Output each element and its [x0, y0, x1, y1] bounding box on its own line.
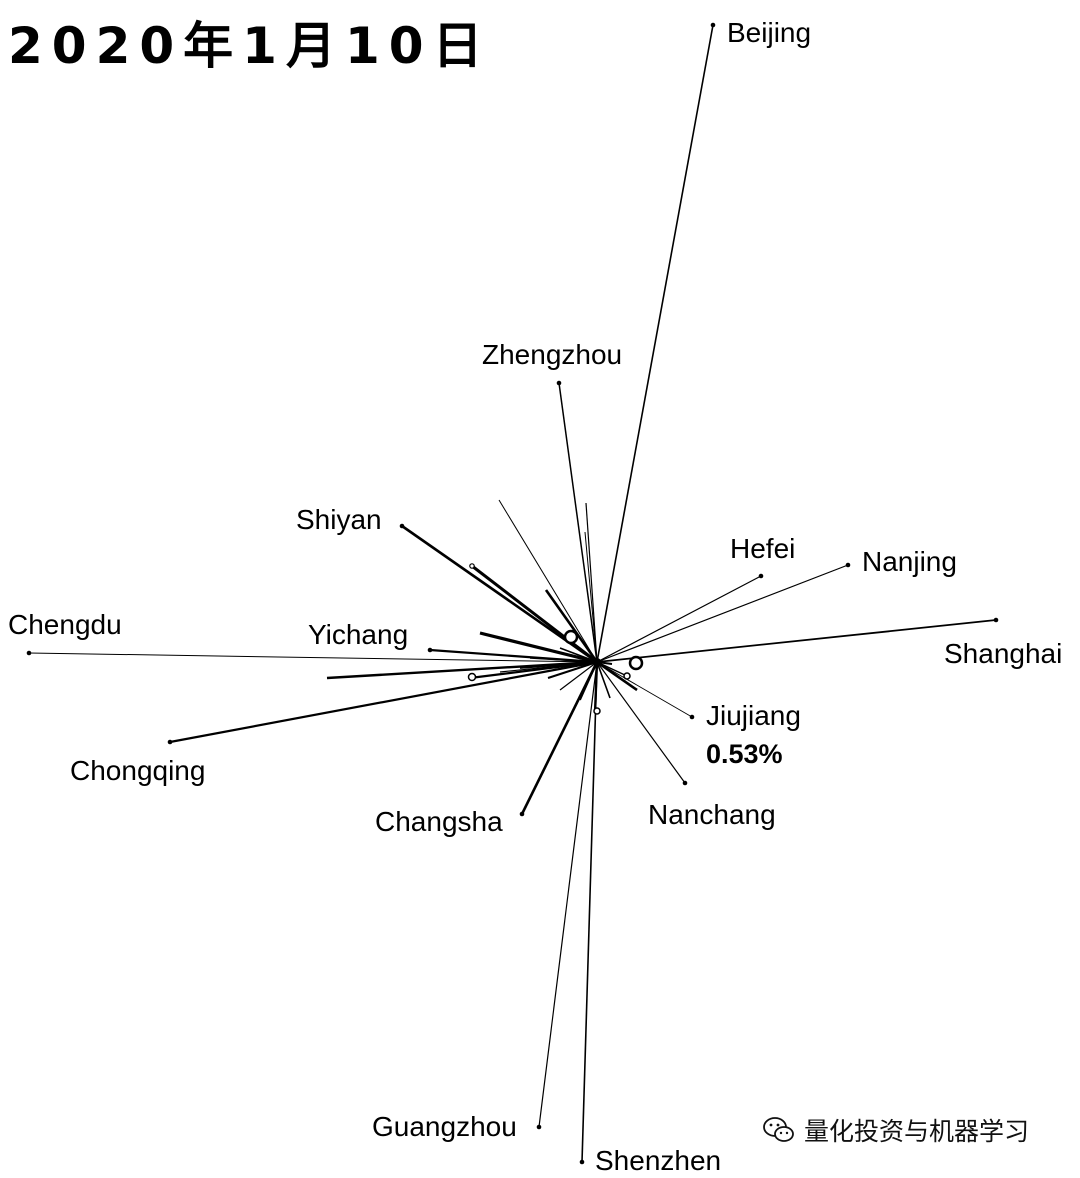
flow-line-yichang: [429, 648, 598, 664]
minor-flow-line: [585, 502, 598, 663]
watermark: 量化投资与机器学习: [762, 1112, 1029, 1148]
flow-marker: [623, 672, 631, 680]
share-label-jiujiang: 0.53%: [706, 739, 783, 769]
endpoint-nanjing: [845, 562, 851, 568]
flow-marker: [628, 655, 644, 671]
endpoint-shiyan: [399, 523, 405, 529]
minor-flow-line: [544, 589, 599, 663]
city-label-nanchang: Nanchang: [648, 799, 776, 830]
flow-line-beijing: [596, 24, 714, 663]
endpoint-shenzhen: [579, 1159, 585, 1165]
flow-line-nanjing: [596, 564, 849, 663]
endpoint-nanchang: [682, 780, 688, 786]
city-label-jiujiang: Jiujiang: [706, 700, 801, 731]
endpoint-guangzhou: [536, 1124, 542, 1130]
city-label-shenzhen: Shenzhen: [595, 1145, 721, 1176]
minor-flow-line: [499, 661, 598, 673]
endpoint-beijing: [710, 22, 716, 28]
minor-flow-line: [479, 631, 598, 664]
flow-line-nanchang: [596, 661, 686, 784]
minor-flow-line: [596, 661, 628, 677]
city-label-chengdu: Chengdu: [8, 609, 122, 640]
hub-marker: [593, 658, 601, 666]
city-label-chongqing: Chongqing: [70, 755, 205, 786]
flow-line-shanghai: [596, 619, 997, 663]
minor-flow-line: [559, 661, 598, 691]
endpoint-changsha: [519, 811, 525, 817]
city-label-zhengzhou: Zhengzhou: [482, 339, 622, 370]
city-label-changsha: Changsha: [375, 806, 503, 837]
minor-flow-line: [596, 660, 638, 692]
endpoint-yichang: [427, 647, 433, 653]
endpoint-chongqing: [167, 739, 173, 745]
flow-line-changsha: [520, 661, 599, 815]
flow-line-guangzhou: [538, 661, 598, 1128]
flow-line-hefei: [596, 575, 762, 663]
flow-line-zhengzhou: [558, 382, 598, 663]
flow-line-chengdu: [28, 652, 598, 663]
flow-line-jiujiang: [596, 661, 693, 718]
endpoint-hefei: [758, 573, 764, 579]
flow-line-chongqing: [169, 660, 598, 744]
city-label-shanghai: Shanghai: [944, 638, 1062, 669]
page-title: 2020年1月10日: [8, 17, 492, 75]
major-flow-lines: [28, 24, 997, 1163]
flow-marker: [593, 707, 601, 715]
city-label-nanjing: Nanjing: [862, 546, 957, 577]
city-label-beijing: Beijing: [727, 17, 811, 48]
endpoint-chengdu: [26, 650, 32, 656]
flow-marker: [469, 563, 475, 569]
endpoint-zhengzhou: [556, 380, 562, 386]
minor-flow-line: [596, 661, 611, 699]
endpoint-shanghai: [993, 617, 999, 623]
minor-flow-line: [584, 531, 598, 663]
flow-line-shenzhen: [581, 661, 598, 1163]
city-label-yichang: Yichang: [308, 619, 408, 650]
flow-marker: [467, 672, 477, 682]
city-label-guangzhou: Guangzhou: [372, 1111, 517, 1142]
city-label-hefei: Hefei: [730, 533, 795, 564]
flow-markers: [26, 22, 999, 1165]
watermark-text: 量化投资与机器学习: [804, 1117, 1030, 1146]
minor-flow-line: [498, 499, 598, 663]
minor-flow-line: [547, 661, 598, 679]
city-label-shiyan: Shiyan: [296, 504, 382, 535]
flow-marker: [563, 629, 579, 645]
wechat-icon: [763, 1117, 794, 1142]
endpoint-jiujiang: [689, 714, 695, 720]
minor-flow-line: [559, 647, 598, 663]
